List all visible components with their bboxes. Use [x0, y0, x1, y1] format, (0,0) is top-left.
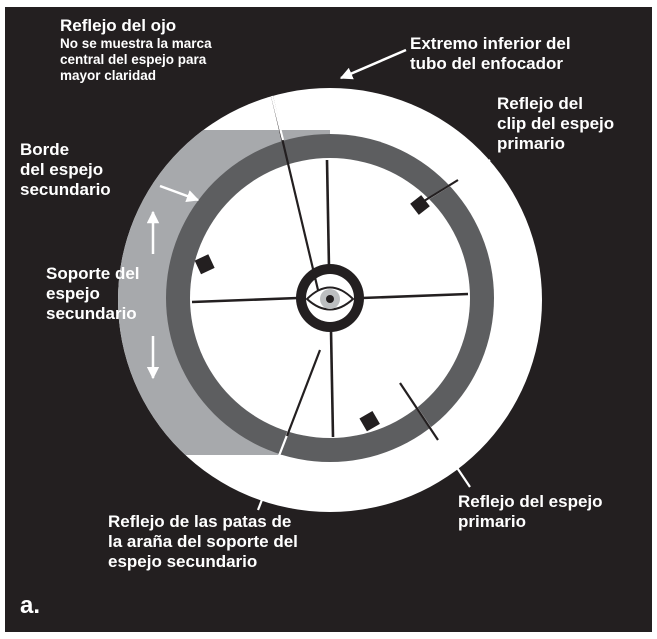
arrow-icon [159, 184, 200, 202]
label-eye: Reflejo del ojo No se muestra la marca c… [60, 16, 212, 85]
vane-top [325, 159, 331, 269]
label-secondary-edge-3: secundario [20, 180, 111, 200]
label-clip: Reflejo del clip del espejo primario [497, 94, 614, 154]
label-secondary-edge-2: del espejo [20, 160, 104, 180]
label-secondary-edge-1: Borde [20, 140, 70, 159]
label-eye-note-2: central del espejo para [60, 52, 207, 68]
label-primary-mirror: Reflejo del espejo primario [458, 492, 603, 532]
label-spider-vanes-2: la araña del soporte del [108, 532, 298, 552]
label-secondary-holder: Soporte del espejo secundario [46, 264, 140, 324]
vane-right [361, 292, 469, 300]
label-clip-3: primario [497, 134, 566, 154]
label-focuser-end-2: tubo del enfocador [410, 54, 563, 74]
mirror-clip-icon [359, 410, 380, 432]
label-eye-note-3: mayor claridad [60, 68, 157, 84]
label-spider-vanes-3: espejo secundario [108, 552, 258, 572]
figure-letter: a. [20, 592, 41, 619]
label-secondary-holder-2: espejo [46, 284, 100, 304]
label-primary-mirror-2: primario [458, 512, 527, 532]
label-secondary-holder-3: secundario [46, 304, 137, 324]
spider-vanes [191, 159, 469, 438]
label-focuser-end: Extremo inferior del tubo del enfocador [410, 34, 571, 74]
leader-clip-inner [423, 179, 459, 202]
leader-lines [256, 95, 491, 511]
label-primary-mirror-1: Reflejo del espejo [458, 492, 603, 511]
vane-left [191, 296, 299, 304]
label-clip-1: Reflejo del [497, 94, 583, 113]
label-secondary-holder-1: Soporte del [46, 264, 140, 283]
eye-icon [305, 286, 355, 311]
label-focuser-end-1: Extremo inferior del [410, 34, 571, 53]
arrow-icon [339, 48, 407, 80]
label-eye-title: Reflejo del ojo [60, 16, 177, 35]
leader-primary-inner [399, 382, 439, 441]
label-clip-2: clip del espejo [497, 114, 615, 134]
leader-spider-inner [285, 349, 322, 437]
vane-bottom [329, 329, 335, 438]
label-secondary-edge: Borde del espejo secundario [20, 140, 111, 200]
label-spider-vanes-1: Reflejo de las patas de [108, 512, 292, 531]
leader-eye-top [270, 95, 285, 141]
label-spider-vanes: Reflejo de las patas de la araña del sop… [108, 512, 298, 572]
label-eye-note-1: No se muestra la marca [60, 36, 212, 52]
mirror-clip-icon [194, 254, 215, 275]
